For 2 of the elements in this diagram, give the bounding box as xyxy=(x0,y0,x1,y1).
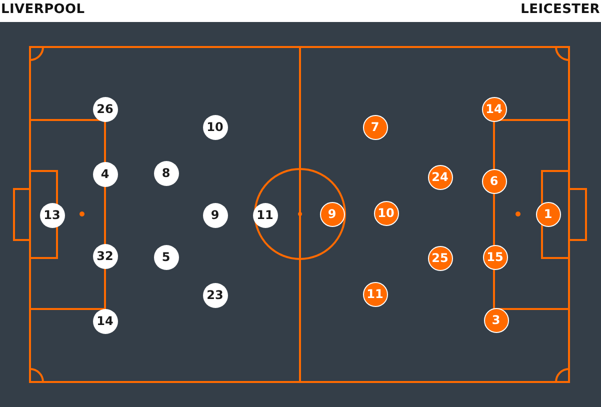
team-name: LEICESTER xyxy=(520,2,600,17)
team-name: LIVERPOOL xyxy=(1,2,85,17)
